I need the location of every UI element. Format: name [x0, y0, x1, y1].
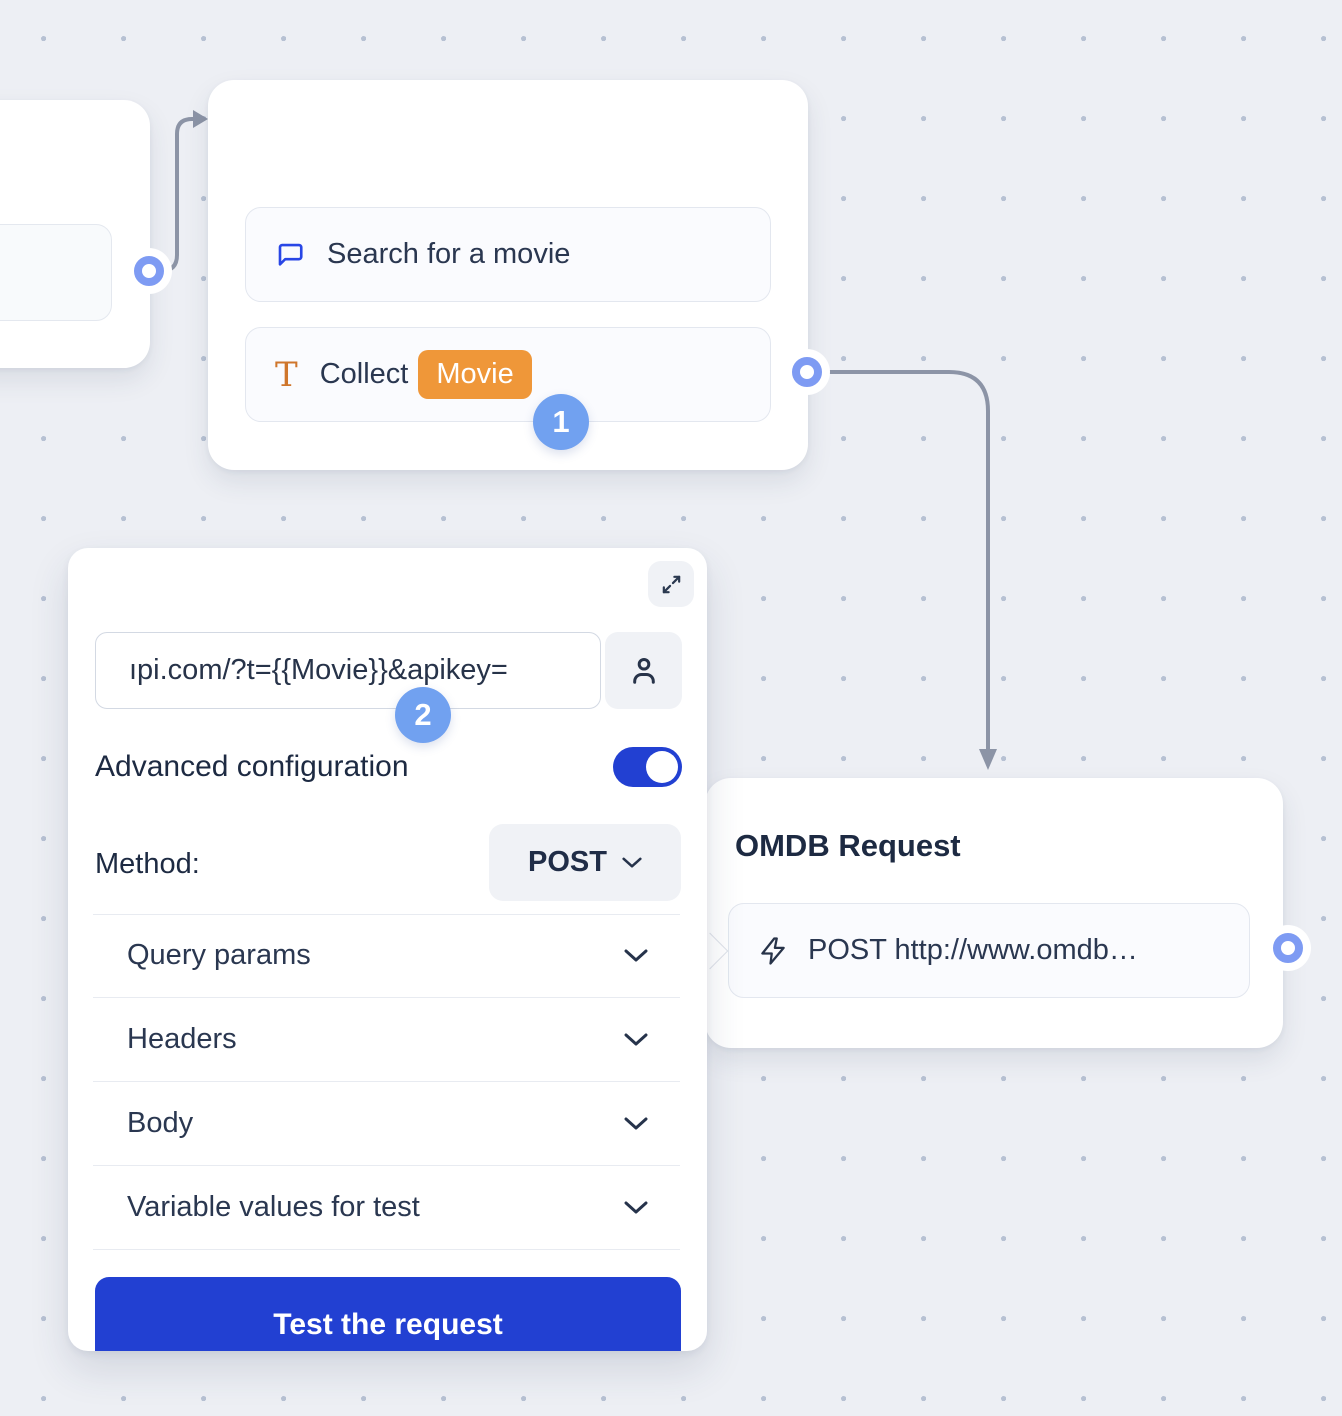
question-block[interactable]: Search for a movie: [245, 207, 771, 302]
section-label: Headers: [127, 1023, 237, 1055]
section-label: Query params: [127, 939, 311, 971]
toggle-knob: [646, 751, 678, 783]
connector-movie-to-omdb: [805, 370, 990, 752]
step-badge-2: 2: [395, 687, 451, 743]
expand-button[interactable]: [648, 561, 694, 607]
method-label: Method:: [95, 848, 200, 880]
collect-block-label: Collect Movie: [320, 350, 532, 399]
question-block-label: Search for a movie: [327, 238, 571, 270]
section-label: Body: [127, 1107, 194, 1139]
advanced-configuration-label: Advanced configuration: [95, 750, 409, 783]
previous-node-block[interactable]: [0, 224, 112, 321]
output-port-omdb[interactable]: [1265, 925, 1311, 971]
output-port-previous[interactable]: [126, 248, 172, 294]
test-request-button[interactable]: Test the request: [95, 1277, 681, 1351]
person-icon: [632, 657, 655, 684]
section-body[interactable]: Body: [93, 1082, 680, 1166]
section-variable-values[interactable]: Variable values for test: [93, 1166, 680, 1250]
divider: [93, 914, 680, 915]
previous-node-card[interactable]: [0, 100, 150, 368]
chevron-down-icon: [624, 1033, 648, 1045]
omdb-request-node[interactable]: OMDB Request POST http://www.omdb…: [705, 778, 1283, 1048]
webhook-config-panel[interactable]: ıpi.com/?t={{Movie}}&apikey= Advanced co…: [68, 548, 707, 1351]
zap-icon: [758, 936, 788, 966]
section-query-params[interactable]: Query params: [93, 914, 680, 998]
arrowhead-right-icon: [193, 110, 208, 128]
chevron-down-icon: [624, 949, 648, 961]
text-collect-icon: T: [275, 354, 298, 395]
advanced-configuration-toggle[interactable]: [613, 747, 682, 787]
webhook-block-label: POST http://www.omdb…: [808, 934, 1138, 966]
chevron-down-icon: [624, 1201, 648, 1213]
variable-badge[interactable]: Movie: [418, 350, 532, 399]
collect-block[interactable]: T Collect Movie: [245, 327, 771, 422]
collect-text: Collect: [319, 358, 409, 390]
insert-variable-button[interactable]: [605, 632, 682, 709]
arrowhead-down-icon: [979, 749, 997, 770]
expand-icon: [662, 575, 680, 593]
chat-bubble-icon: [275, 240, 305, 270]
method-value: POST: [528, 846, 607, 878]
section-label: Variable values for test: [127, 1191, 420, 1223]
chevron-down-icon: [624, 1117, 648, 1129]
step-badge-1: 1: [533, 394, 589, 450]
movie-search-node[interactable]: Movie search Search for a movie T Collec…: [208, 80, 808, 470]
section-headers[interactable]: Headers: [93, 998, 680, 1082]
url-input[interactable]: ıpi.com/?t={{Movie}}&apikey=: [95, 632, 601, 709]
chevron-down-icon: [622, 857, 642, 868]
webhook-block[interactable]: POST http://www.omdb…: [728, 903, 1250, 998]
output-port-movie[interactable]: [784, 349, 830, 395]
node-title: OMDB Request: [735, 828, 961, 863]
method-dropdown[interactable]: POST: [489, 824, 681, 901]
